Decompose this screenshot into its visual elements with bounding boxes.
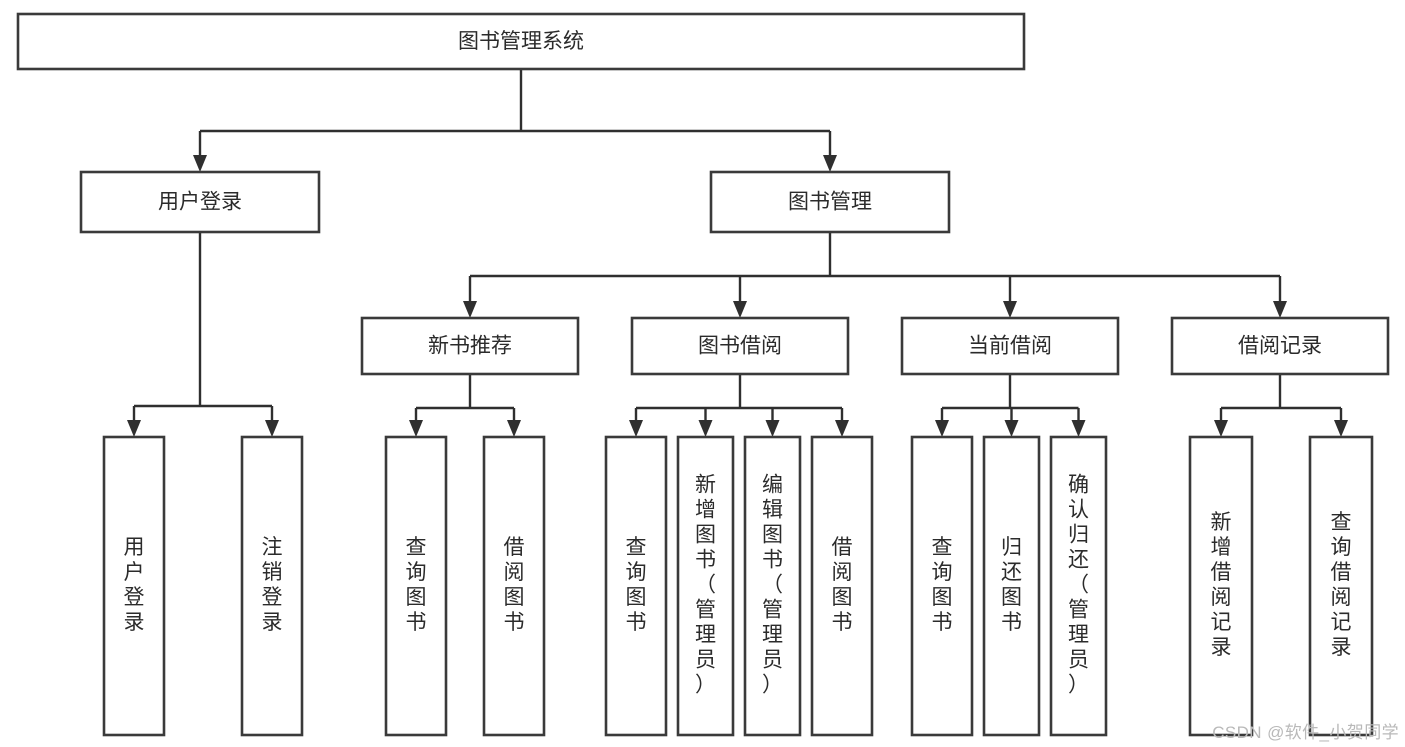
node-label: 查询图书 bbox=[406, 536, 427, 634]
node-label: 用户登录 bbox=[124, 536, 145, 634]
node-leaf-查询图书[interactable]: 查询图书 bbox=[604, 435, 668, 737]
node-layer: 图书管理系统用户登录图书管理新书推荐图书借阅当前借阅借阅记录用户登录注销登录查询… bbox=[16, 12, 1390, 737]
node-level3-借阅记录[interactable]: 借阅记录 bbox=[1170, 316, 1390, 376]
connector-layer bbox=[127, 69, 1348, 437]
node-box[interactable] bbox=[384, 435, 448, 737]
node-level2-图书管理[interactable]: 图书管理 bbox=[709, 170, 951, 234]
node-box[interactable] bbox=[1308, 435, 1374, 737]
node-leaf-确认归还管理员[interactable]: 确认归还（管理员） bbox=[1049, 435, 1108, 737]
connector-group-login-to-leaves bbox=[127, 232, 279, 437]
node-label: 借阅图书 bbox=[832, 536, 853, 634]
arrow-head-icon bbox=[1273, 301, 1287, 318]
arrow-head-icon bbox=[765, 420, 780, 437]
node-box[interactable] bbox=[982, 435, 1041, 737]
node-level2-用户登录[interactable]: 用户登录 bbox=[79, 170, 321, 234]
node-box[interactable] bbox=[810, 435, 874, 737]
node-label: 借阅记录 bbox=[1238, 335, 1322, 358]
arrow-head-icon bbox=[1071, 420, 1086, 437]
arrow-head-icon bbox=[1334, 420, 1348, 437]
node-label: 图书管理 bbox=[788, 191, 872, 214]
node-box[interactable] bbox=[1170, 316, 1390, 376]
node-level3-新书推荐[interactable]: 新书推荐 bbox=[360, 316, 580, 376]
node-leaf-查询图书[interactable]: 查询图书 bbox=[910, 435, 974, 737]
node-box[interactable] bbox=[604, 435, 668, 737]
node-leaf-归还图书[interactable]: 归还图书 bbox=[982, 435, 1041, 737]
node-box[interactable] bbox=[240, 435, 304, 737]
node-label: 新增图书（管理员） bbox=[695, 473, 716, 696]
arrow-head-icon bbox=[265, 420, 279, 437]
node-box[interactable] bbox=[900, 316, 1120, 376]
arrow-head-icon bbox=[1214, 420, 1228, 437]
arrow-head-icon bbox=[1004, 420, 1019, 437]
node-label: 用户登录 bbox=[158, 191, 242, 214]
arrow-head-icon bbox=[409, 420, 423, 437]
connector-group-root-to-level2 bbox=[193, 69, 837, 172]
node-box[interactable] bbox=[676, 435, 735, 737]
node-box[interactable] bbox=[16, 12, 1026, 71]
node-leaf-新增图书管理员[interactable]: 新增图书（管理员） bbox=[676, 435, 735, 737]
node-label: 查询借阅记录 bbox=[1331, 511, 1352, 659]
node-leaf-新增借阅记录[interactable]: 新增借阅记录 bbox=[1188, 435, 1254, 737]
node-label: 新增借阅记录 bbox=[1211, 511, 1232, 659]
node-leaf-查询借阅记录[interactable]: 查询借阅记录 bbox=[1308, 435, 1374, 737]
node-box[interactable] bbox=[102, 435, 166, 737]
node-leaf-注销登录[interactable]: 注销登录 bbox=[240, 435, 304, 737]
node-box[interactable] bbox=[482, 435, 546, 737]
node-leaf-借阅图书[interactable]: 借阅图书 bbox=[810, 435, 874, 737]
arrow-head-icon bbox=[127, 420, 141, 437]
node-label: 查询图书 bbox=[626, 536, 647, 634]
connector-group-borrow-to-leaves bbox=[629, 374, 849, 437]
arrow-head-icon bbox=[507, 420, 521, 437]
connector-group-newbooks-to-leaves bbox=[409, 374, 521, 437]
node-box[interactable] bbox=[910, 435, 974, 737]
node-leaf-编辑图书管理员[interactable]: 编辑图书（管理员） bbox=[743, 435, 802, 737]
node-level3-当前借阅[interactable]: 当前借阅 bbox=[900, 316, 1120, 376]
arrow-head-icon bbox=[823, 155, 837, 172]
node-label: 当前借阅 bbox=[968, 335, 1052, 358]
node-box[interactable] bbox=[1049, 435, 1108, 737]
csdn-watermark: CSDN @软件_小贺同学 bbox=[1212, 723, 1399, 742]
node-label: 图书管理系统 bbox=[458, 30, 584, 53]
node-box[interactable] bbox=[1188, 435, 1254, 737]
node-label: 图书借阅 bbox=[698, 335, 782, 358]
arrow-head-icon bbox=[463, 301, 477, 318]
node-label: 编辑图书（管理员） bbox=[762, 473, 783, 696]
node-leaf-用户登录[interactable]: 用户登录 bbox=[102, 435, 166, 737]
arrow-head-icon bbox=[935, 420, 949, 437]
arrow-head-icon bbox=[835, 420, 849, 437]
arrow-head-icon bbox=[698, 420, 713, 437]
node-leaf-查询图书[interactable]: 查询图书 bbox=[384, 435, 448, 737]
node-box[interactable] bbox=[360, 316, 580, 376]
node-root-图书管理系统[interactable]: 图书管理系统 bbox=[16, 12, 1026, 71]
node-box[interactable] bbox=[709, 170, 951, 234]
arrow-head-icon bbox=[193, 155, 207, 172]
node-label: 确认归还（管理员） bbox=[1068, 473, 1089, 696]
node-label: 查询图书 bbox=[932, 536, 953, 634]
node-box[interactable] bbox=[630, 316, 850, 376]
node-level3-图书借阅[interactable]: 图书借阅 bbox=[630, 316, 850, 376]
connector-group-records-to-leaves bbox=[1214, 374, 1348, 437]
node-label: 归还图书 bbox=[1001, 536, 1022, 634]
arrow-head-icon bbox=[629, 420, 643, 437]
node-leaf-借阅图书[interactable]: 借阅图书 bbox=[482, 435, 546, 737]
connector-group-current-to-leaves bbox=[935, 374, 1086, 437]
node-label: 注销登录 bbox=[262, 536, 283, 634]
node-label: 新书推荐 bbox=[428, 335, 512, 358]
node-label: 借阅图书 bbox=[504, 536, 525, 634]
node-box[interactable] bbox=[79, 170, 321, 234]
arrow-head-icon bbox=[1003, 301, 1017, 318]
connector-group-books-to-level3 bbox=[463, 232, 1287, 318]
node-box[interactable] bbox=[743, 435, 802, 737]
arrow-head-icon bbox=[733, 301, 747, 318]
